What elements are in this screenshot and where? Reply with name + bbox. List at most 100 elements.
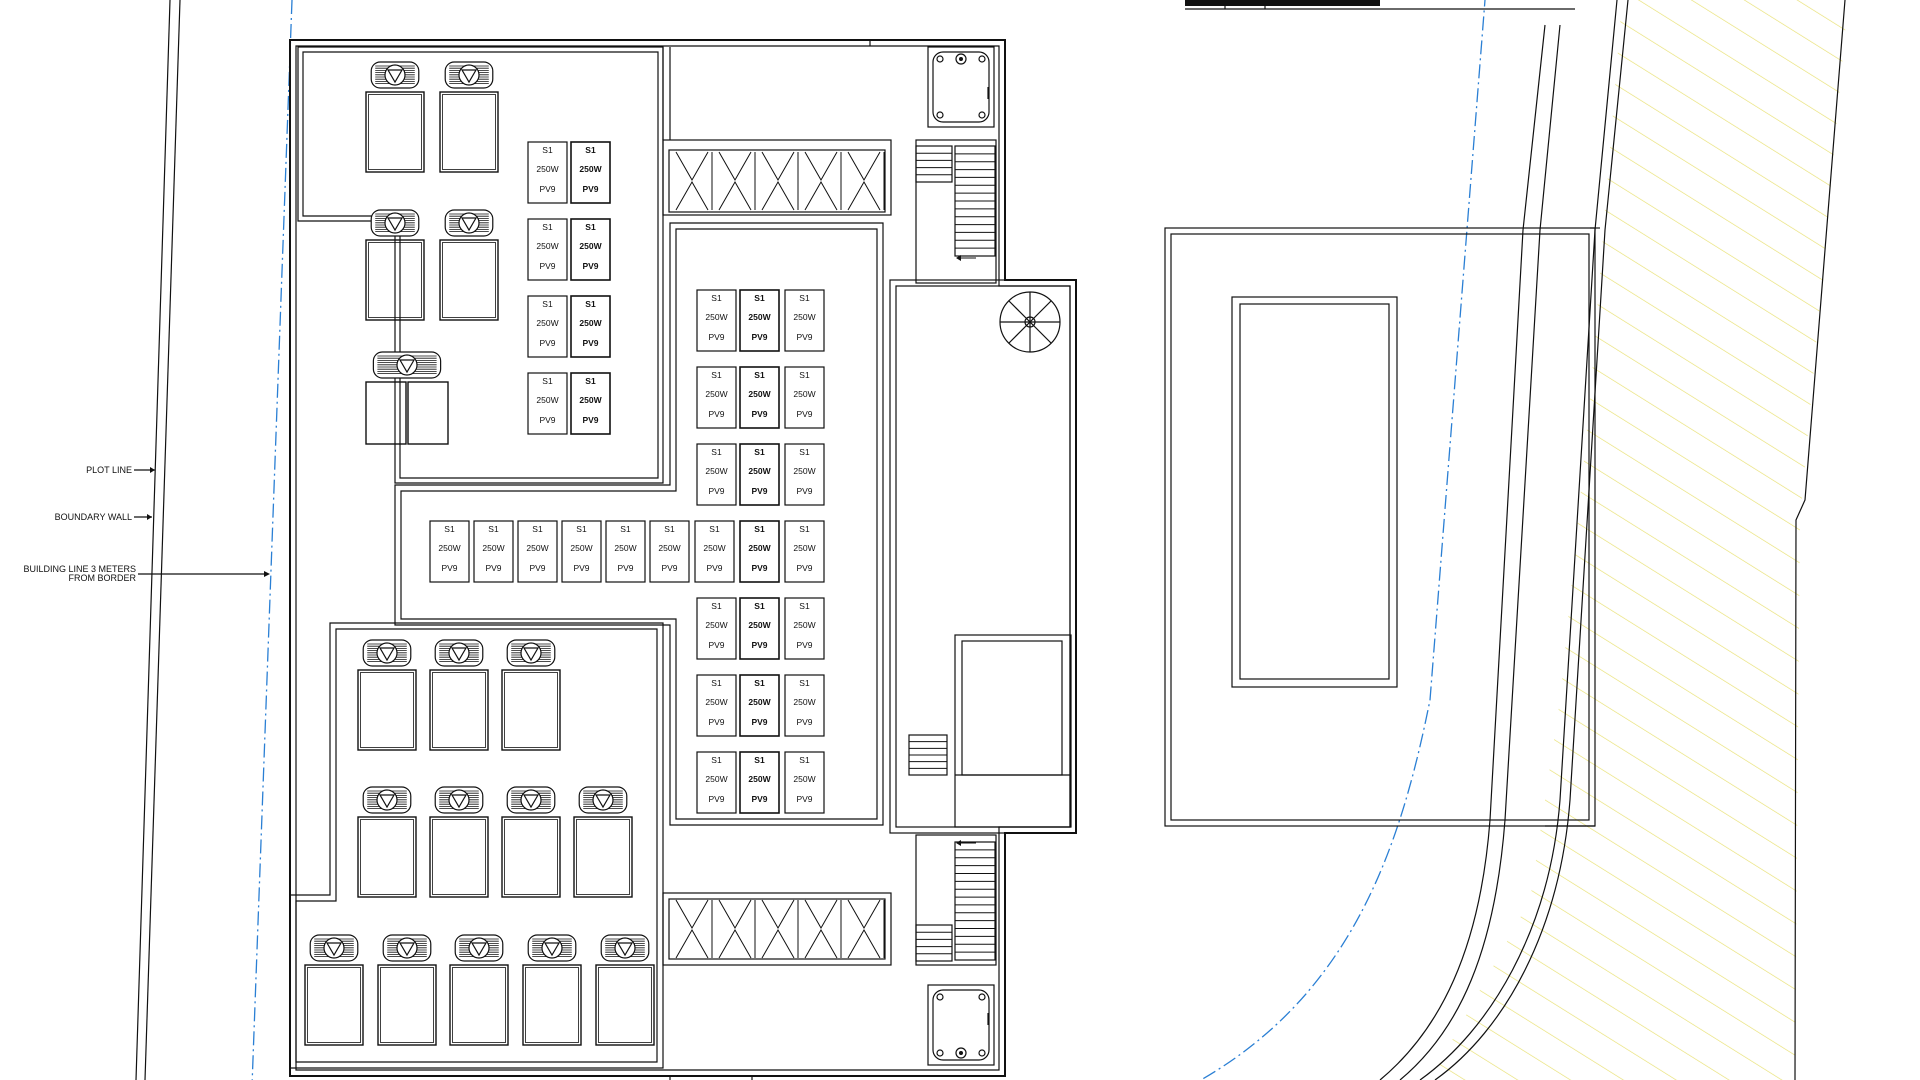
svg-text:250W: 250W: [793, 312, 815, 322]
svg-text:250W: 250W: [748, 774, 771, 784]
svg-text:S1: S1: [620, 524, 631, 534]
svg-text:PV9: PV9: [582, 415, 598, 425]
svg-text:S1: S1: [542, 145, 553, 155]
staircase-icon: [915, 924, 953, 962]
solar-water-heater-icon: [429, 639, 489, 751]
svg-text:S1: S1: [799, 524, 810, 534]
pv-panel-icon: S1 250W PV9: [527, 218, 568, 281]
svg-text:250W: 250W: [536, 164, 558, 174]
svg-text:PV9: PV9: [706, 563, 722, 573]
svg-text:PV9: PV9: [441, 563, 457, 573]
svg-text:PV9: PV9: [661, 563, 677, 573]
svg-text:250W: 250W: [438, 543, 460, 553]
building-line-annotation: BUILDING LINE 3 METERS FROM BORDER: [23, 564, 270, 583]
svg-text:250W: 250W: [536, 395, 558, 405]
svg-text:PV9: PV9: [582, 184, 598, 194]
staircase-icon: [915, 145, 953, 183]
swimming-pool: [1164, 227, 1600, 827]
boundary-wall-label: BOUNDARY WALL: [55, 512, 132, 522]
svg-text:S1: S1: [754, 678, 765, 688]
pv-panel-icon: S1 250W PV9: [429, 520, 470, 583]
svg-text:PV9: PV9: [617, 563, 633, 573]
solar-water-heater-icon: [439, 61, 499, 173]
skylight-cross: [675, 151, 713, 211]
solar-water-heater-icon: [501, 786, 561, 898]
svg-text:PV9: PV9: [751, 486, 767, 496]
skylight-cross: [804, 899, 842, 959]
stair-arrow-icon: [956, 255, 976, 261]
solar-water-heater-icon: [449, 934, 509, 1046]
svg-text:S1: S1: [711, 755, 722, 765]
solar-water-heater-icon: [365, 61, 425, 173]
svg-text:250W: 250W: [793, 543, 815, 553]
svg-text:S1: S1: [585, 145, 596, 155]
svg-text:PV9: PV9: [708, 640, 724, 650]
svg-text:S1: S1: [585, 222, 596, 232]
svg-text:S1: S1: [542, 222, 553, 232]
svg-text:PV9: PV9: [539, 261, 555, 271]
solar-water-heaters: [304, 61, 655, 1046]
staircases: [908, 145, 996, 962]
staircase-icon: [954, 145, 996, 257]
skylight-crosses: [675, 151, 885, 959]
plot-line-label: PLOT LINE: [86, 465, 132, 475]
staircase-icon: [908, 734, 948, 776]
svg-text:S1: S1: [754, 293, 765, 303]
skylight-strip-top: [662, 139, 892, 216]
svg-text:S1: S1: [576, 524, 587, 534]
boundary-wall-annotation: BOUNDARY WALL: [55, 512, 152, 522]
skylight-strip-bottom: [662, 892, 892, 966]
svg-text:250W: 250W: [526, 543, 548, 553]
svg-text:S1: S1: [664, 524, 675, 534]
svg-text:250W: 250W: [570, 543, 592, 553]
solar-water-heater-icon: [357, 639, 417, 751]
svg-text:S1: S1: [444, 524, 455, 534]
svg-text:250W: 250W: [748, 543, 771, 553]
svg-text:250W: 250W: [793, 389, 815, 399]
pv-panel-array: S1250WPV9S1250WPV9S1250WPV9S1250WPV9S125…: [429, 141, 825, 814]
solar-water-heater-icon: [365, 209, 425, 321]
solar-water-heater-icon: [522, 934, 582, 1046]
svg-text:S1: S1: [585, 376, 596, 386]
svg-text:PV9: PV9: [539, 184, 555, 194]
svg-text:S1: S1: [709, 524, 720, 534]
svg-text:250W: 250W: [793, 697, 815, 707]
svg-text:250W: 250W: [793, 466, 815, 476]
svg-text:PV9: PV9: [796, 409, 812, 419]
solar-water-heater-icon: [439, 209, 499, 321]
svg-text:S1: S1: [711, 293, 722, 303]
svg-text:250W: 250W: [748, 466, 771, 476]
svg-text:250W: 250W: [793, 774, 815, 784]
svg-text:250W: 250W: [579, 318, 602, 328]
svg-text:250W: 250W: [705, 312, 727, 322]
svg-text:250W: 250W: [705, 466, 727, 476]
solar-water-heater-icon: [573, 786, 633, 898]
svg-text:250W: 250W: [579, 395, 602, 405]
svg-text:250W: 250W: [705, 697, 727, 707]
svg-text:250W: 250W: [579, 164, 602, 174]
svg-text:S1: S1: [799, 293, 810, 303]
svg-text:S1: S1: [754, 370, 765, 380]
svg-text:S1: S1: [711, 447, 722, 457]
svg-text:S1: S1: [711, 370, 722, 380]
svg-text:PV9: PV9: [708, 794, 724, 804]
svg-text:S1: S1: [711, 678, 722, 688]
svg-text:250W: 250W: [536, 241, 558, 251]
building-line-label-2: FROM BORDER: [69, 573, 137, 583]
svg-text:250W: 250W: [482, 543, 504, 553]
svg-text:S1: S1: [488, 524, 499, 534]
svg-text:S1: S1: [542, 376, 553, 386]
stair-enclosure-bottom: [915, 834, 997, 966]
svg-text:250W: 250W: [536, 318, 558, 328]
